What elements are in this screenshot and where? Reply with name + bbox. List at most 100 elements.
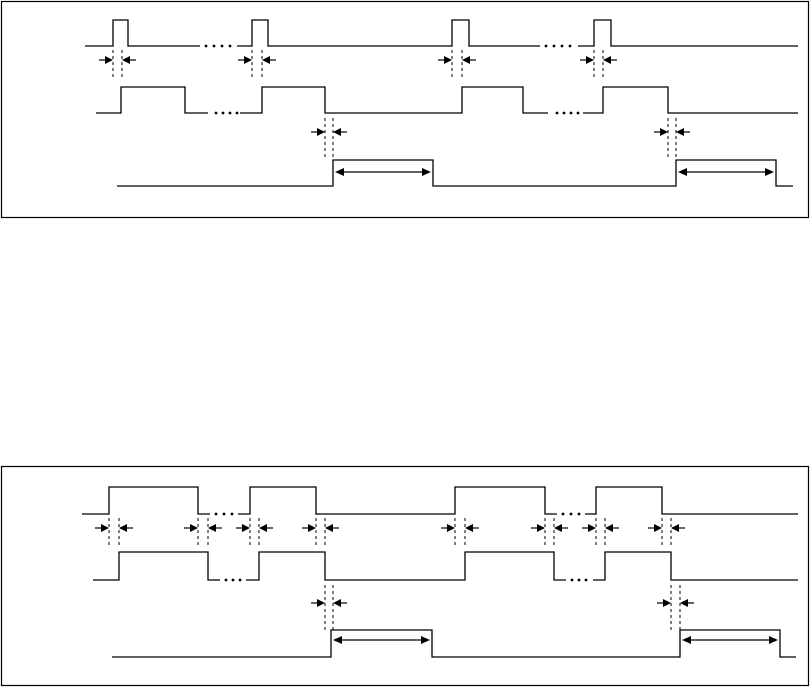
ellipsis-dot [570,112,573,115]
arrow-left-icon [678,168,687,176]
waveform-1-segment [578,20,798,46]
arrow-right-icon [190,524,198,532]
arrow-right-icon [765,168,774,176]
ellipsis [215,513,234,516]
ellipsis-dot [231,513,234,516]
waveform-2-segment [96,87,208,113]
pulse-width-arrow [335,168,431,176]
arrow-right-icon [308,524,316,532]
arrow-left-icon [208,524,216,532]
waveform-3 [112,630,796,657]
ellipsis-dot [577,112,580,115]
arrow-left-icon [682,636,691,644]
arrow-left-icon [680,599,688,607]
ellipsis [545,45,572,48]
arrow-left-icon [325,524,333,532]
waveform-2-segment [246,552,566,580]
arrow-left-icon [465,524,473,532]
diagram-frame [2,2,809,218]
arrow-right-icon [447,524,455,532]
arrow-right-icon [105,56,113,64]
waveform-2-segment [583,87,798,113]
ellipsis-dot [561,45,564,48]
waveform-2 [93,552,798,581]
waveform-2-segment [593,552,798,580]
waveform-1-segment [237,20,540,46]
arrow-left-icon [676,128,684,136]
waveform-1-segment [238,487,557,514]
delay-marker [438,50,476,80]
arrow-right-icon [242,524,250,532]
ellipsis-dot [578,579,581,582]
ellipsis [215,112,239,115]
arrow-right-icon [317,128,325,136]
ellipsis-dot [545,45,548,48]
ellipsis-dot [215,112,218,115]
arrow-left-icon [262,56,270,64]
waveform-3-segment [112,630,796,657]
arrow-right-icon [663,599,671,607]
waveform-1 [82,487,798,515]
arrow-left-icon [671,524,679,532]
ellipsis [205,45,232,48]
delay-marker [654,118,690,160]
arrow-right-icon [444,56,452,64]
ellipsis-dot [236,112,239,115]
ellipsis-dot [215,513,218,516]
ellipsis-dot [205,45,208,48]
ellipsis-dot [229,112,232,115]
waveform-2-segment [240,87,548,113]
ellipsis-dot [563,112,566,115]
arrow-right-icon [660,128,668,136]
ellipsis-dot [578,513,581,516]
waveform-3-segment [117,160,793,186]
arrow-left-icon [554,524,562,532]
arrow-right-icon [586,56,594,64]
ellipsis-dot [553,45,556,48]
delay-marker [302,518,339,545]
ellipsis-dot [571,579,574,582]
delay-marker [648,518,685,545]
delay-marker [580,50,617,80]
arrow-right-icon [588,524,596,532]
ellipsis [556,112,580,115]
waveform-1-segment [85,20,200,46]
ellipsis-dot [570,513,573,516]
arrow-left-icon [333,128,341,136]
ellipsis [571,579,588,582]
delay-marker [238,50,276,80]
arrow-right-icon [654,524,662,532]
ellipsis-dot [232,579,235,582]
pulse-width-arrow [678,168,774,176]
delay-marker [531,518,568,545]
delay-marker [184,518,222,545]
ellipsis-dot [562,513,565,516]
ellipsis-dot [213,45,216,48]
arrow-right-icon [769,636,778,644]
ellipsis-dot [223,513,226,516]
pulse-width-arrow [333,636,430,644]
arrow-left-icon [335,168,344,176]
diagram-frame [2,467,809,686]
arrow-right-icon [421,636,430,644]
arrow-left-icon [122,56,130,64]
ellipsis-dot [556,112,559,115]
timing-diagram-top [2,2,809,218]
waveform-2 [96,87,798,114]
ellipsis [562,513,581,516]
delay-marker [582,518,619,545]
waveform-2-segment [93,552,220,580]
delay-marker [311,118,347,160]
arrow-left-icon [333,636,342,644]
arrow-right-icon [244,56,252,64]
delay-marker [95,518,133,545]
ellipsis [225,579,242,582]
delay-marker [657,585,694,630]
arrow-right-icon [537,524,545,532]
arrow-left-icon [462,56,470,64]
arrow-left-icon [259,524,267,532]
delay-marker [311,585,347,630]
arrow-left-icon [603,56,611,64]
